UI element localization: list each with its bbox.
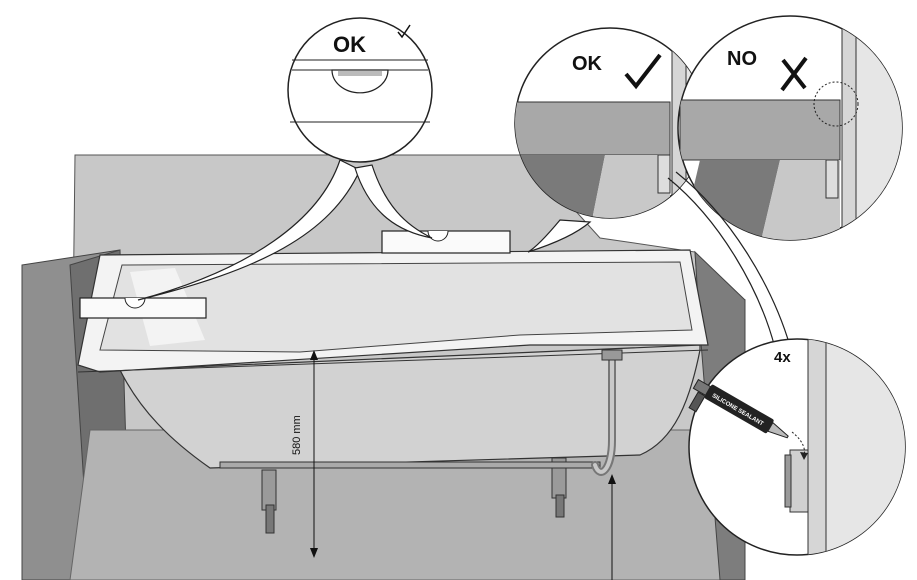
bathtub-basin	[99, 261, 693, 353]
dimension-label: 580 mm	[291, 415, 303, 455]
leg-crossbar	[219, 461, 601, 469]
cross-icon	[780, 56, 808, 92]
height-dimension: 580 mm	[291, 350, 318, 558]
sealant-dotted-arrow	[791, 431, 805, 457]
spirit-level-right	[381, 230, 511, 254]
sealant-pointer	[667, 177, 776, 349]
silicone-callout: 4x SILICONE SEALANT	[688, 338, 906, 556]
wall-bracket-callout: OK NO	[514, 15, 903, 253]
check-icon-right	[624, 53, 662, 90]
bathtub-shell	[119, 344, 701, 469]
bathtub	[77, 249, 709, 469]
ok-label-right: OK	[572, 53, 603, 75]
count-label: 4x	[774, 349, 791, 366]
leg-front-right-bolt	[555, 494, 565, 518]
callout-pointer-left	[137, 159, 361, 301]
ok-label-top: OK	[333, 32, 366, 57]
spirit-level-left	[79, 297, 207, 319]
callout-pointer-bracket	[527, 219, 592, 253]
bathtub-legs	[219, 457, 601, 534]
level-callout: OK	[137, 17, 433, 301]
leg-front-left	[261, 469, 277, 511]
no-label: NO	[727, 48, 757, 70]
check-icon	[397, 24, 411, 39]
gap-highlight	[813, 81, 859, 127]
leg-front-left-bolt	[265, 504, 275, 534]
callout-pointer-right	[354, 164, 433, 239]
drain-arrow	[608, 474, 616, 580]
drain-fitting	[601, 349, 623, 361]
